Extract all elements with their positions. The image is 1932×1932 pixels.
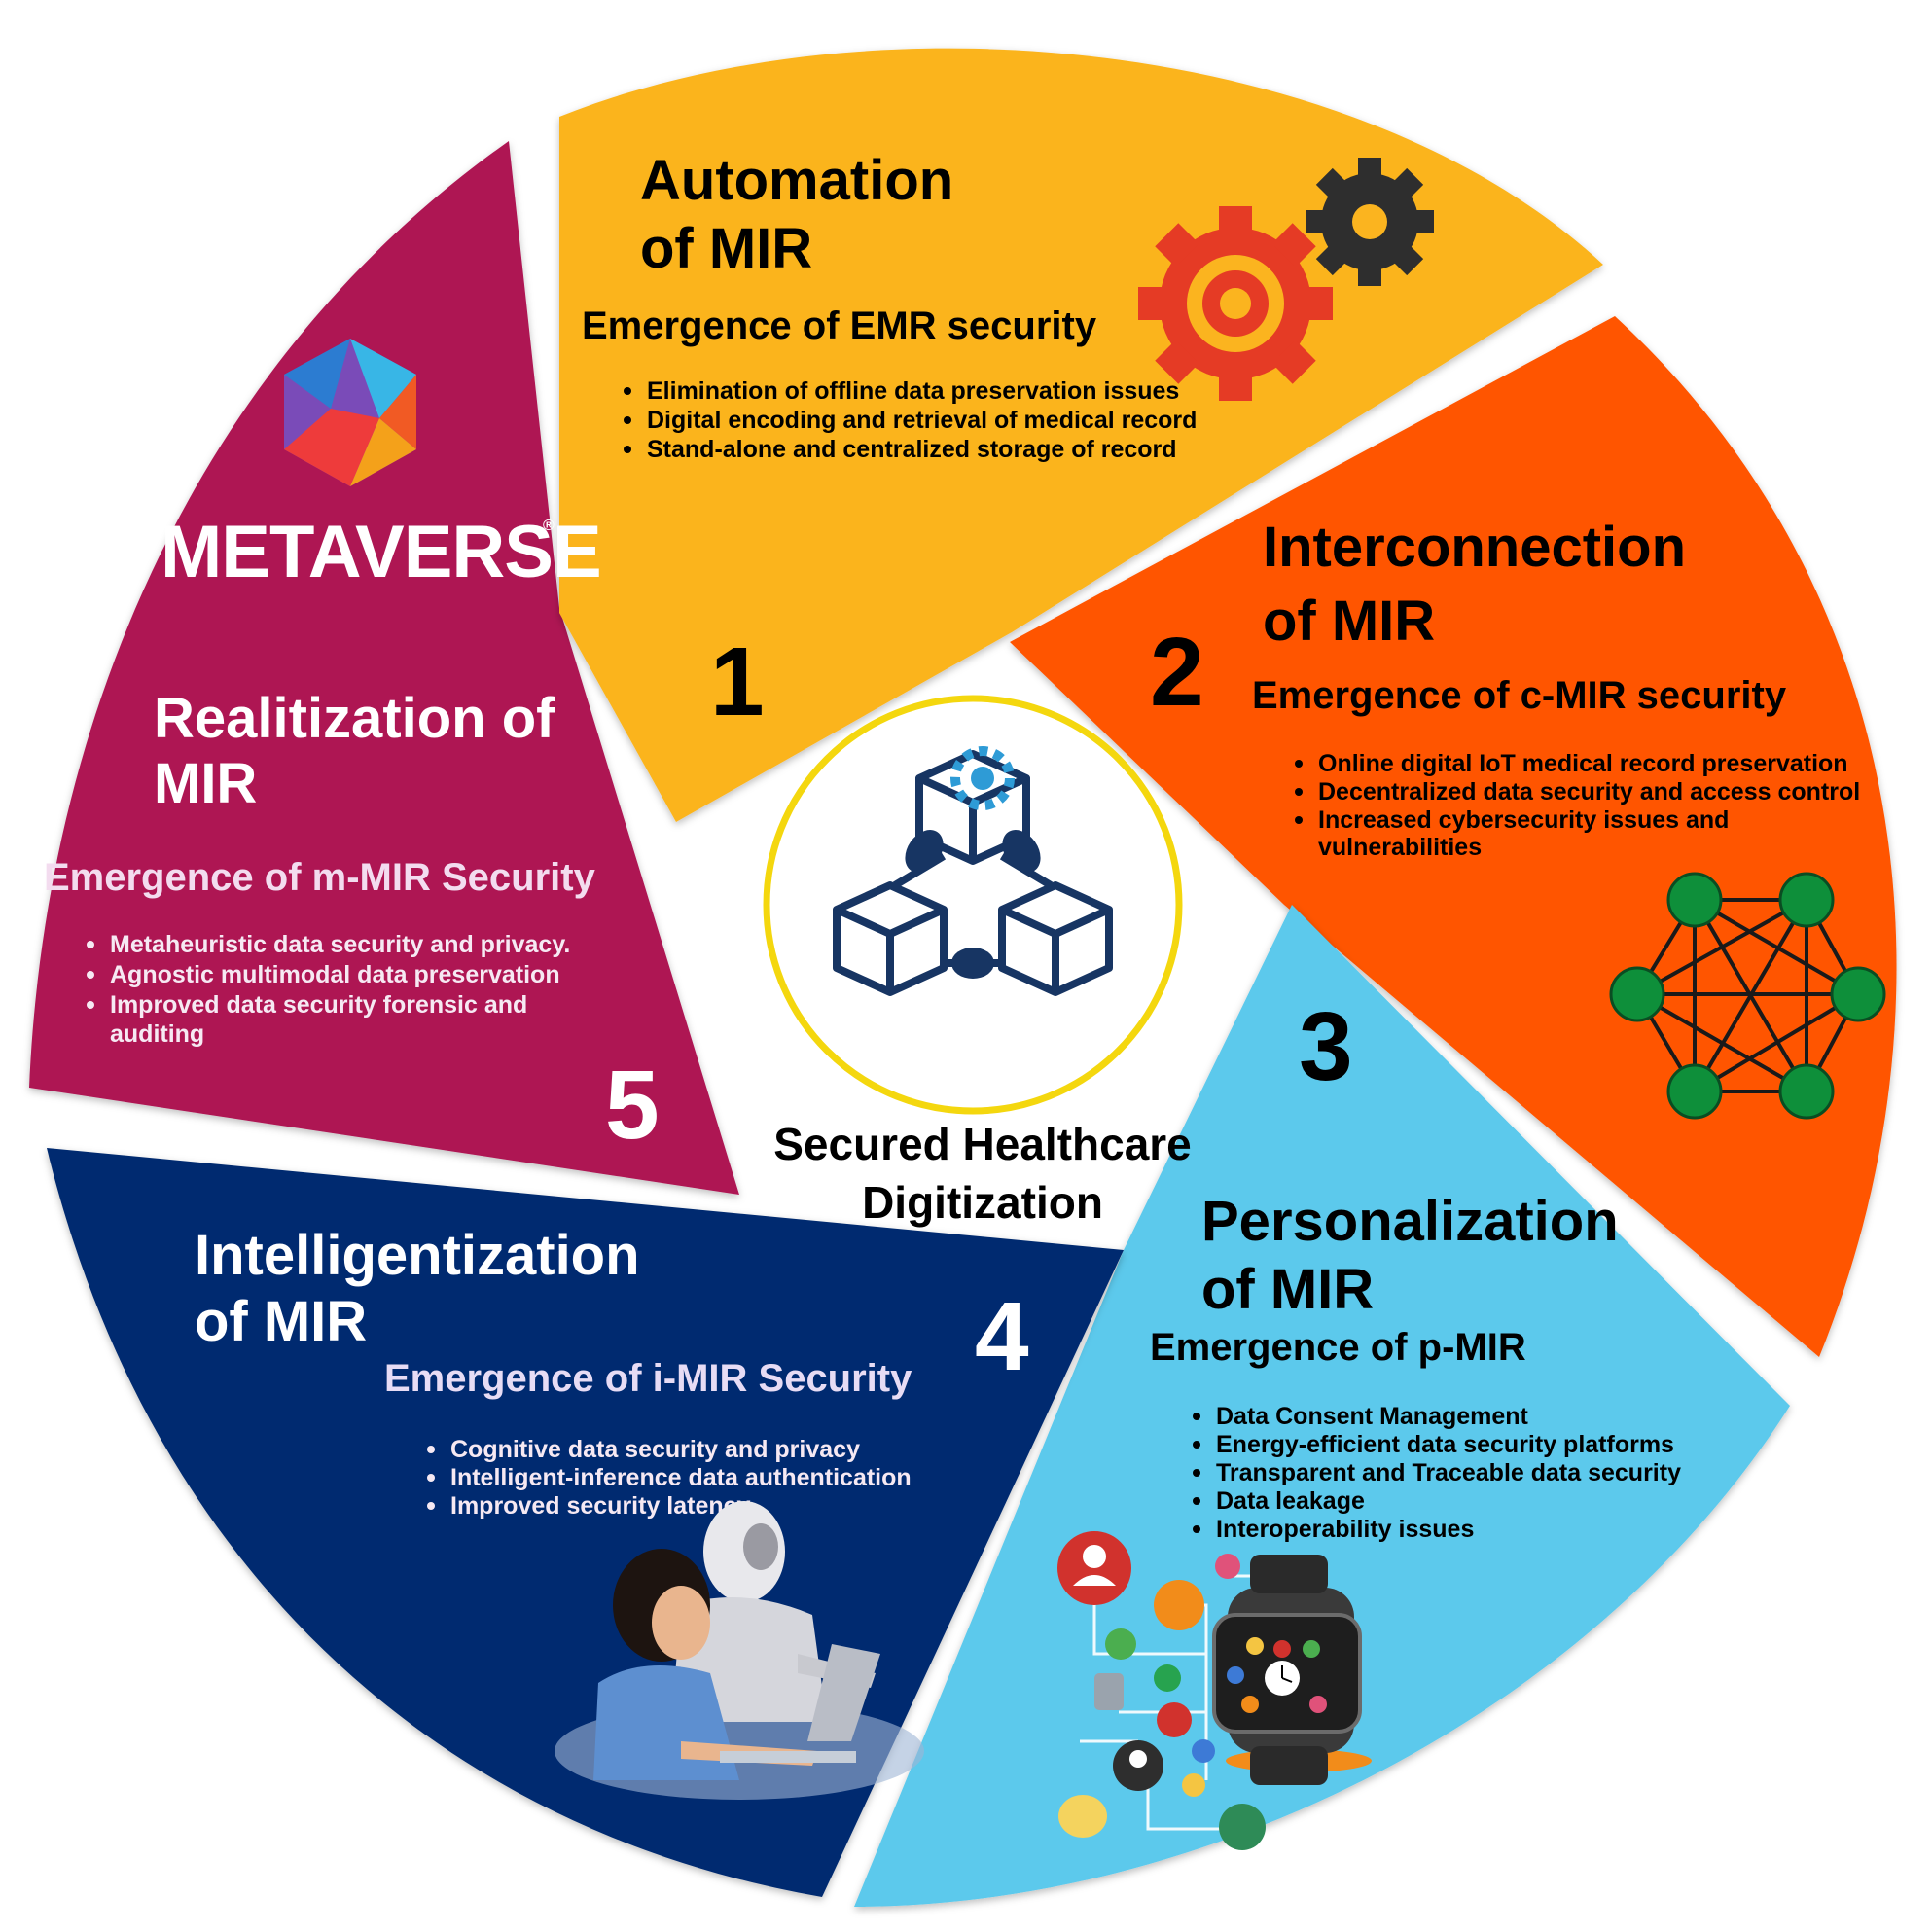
segment-1-title-line1: Automation: [640, 149, 953, 212]
segment-2-bullet-continued: vulnerabilities: [1318, 834, 1482, 861]
segment-3-number: 3: [1299, 992, 1353, 1101]
metaverse-logo-text: METAVERSE: [161, 511, 601, 593]
segment-5-bullet: Metaheuristic data security and privacy.: [110, 931, 570, 958]
robot-child-icon: [555, 1501, 924, 1800]
segment-4-bullet: Improved security latency: [450, 1492, 751, 1520]
segment-3-bullet: Energy-efficient data security platforms: [1216, 1431, 1674, 1458]
segment-2-title-line2: of MIR: [1263, 590, 1435, 653]
segment-5-subtitle: Emergence of m-MIR Security: [44, 856, 596, 899]
segment-5-title-line1: Realitization of: [154, 687, 555, 750]
segment-3-bullet: Data leakage: [1216, 1487, 1365, 1515]
segment-4-number: 4: [975, 1282, 1029, 1391]
segment-3-bullet: Interoperability issues: [1216, 1516, 1474, 1543]
segment-5: METAVERSE ® Realitization of MIR Emergen…: [44, 339, 660, 1160]
segment-1-title-line2: of MIR: [640, 217, 812, 280]
segment-1-bullet: Elimination of offline data preservation…: [647, 377, 1179, 405]
segment-5-shape: [29, 141, 739, 1195]
center-label-line2: Digitization: [862, 1177, 1103, 1228]
segment-4-bullet: Intelligent-inference data authenticatio…: [450, 1464, 912, 1491]
mesh-network-icon: [1609, 872, 1886, 1120]
segment-2-bullets: Online digital IoT medical record preser…: [1295, 750, 1860, 861]
segment-3-bullets: Data Consent Management Energy-efficient…: [1193, 1403, 1681, 1543]
segment-4-title-line2: of MIR: [195, 1290, 367, 1353]
segment-3-shape: [854, 905, 1790, 1907]
segment-2-subtitle: Emergence of c-MIR security: [1252, 674, 1787, 717]
segment-1-bullet: Digital encoding and retrieval of medica…: [647, 407, 1197, 434]
gears-icon: [1138, 158, 1434, 401]
segment-4-bullets: Cognitive data security and privacy Inte…: [427, 1436, 912, 1520]
center-hub: Secured Healthcare Digitization: [763, 695, 1192, 1228]
segment-4: Intelligentization of MIR 4 Emergence of…: [195, 1224, 1029, 1800]
metaverse-registered-mark: ®: [543, 518, 555, 534]
segment-2-bullet: Decentralized data security and access c…: [1318, 778, 1860, 805]
segment-2-bullet: Online digital IoT medical record preser…: [1318, 750, 1848, 777]
segment-3-bullet: Data Consent Management: [1216, 1403, 1529, 1430]
segment-1-number: 1: [710, 627, 765, 736]
metaverse-logo: METAVERSE ®: [161, 339, 602, 593]
segment-4-subtitle: Emergence of i-MIR Security: [384, 1357, 912, 1400]
segment-1-bullets: Elimination of offline data preservation…: [624, 377, 1197, 463]
segment-1-subtitle: Emergence of EMR security: [582, 304, 1097, 347]
segment-5-bullet: Agnostic multimodal data preservation: [110, 961, 560, 988]
segment-4-bullet: Cognitive data security and privacy: [450, 1436, 860, 1463]
segment-3-subtitle: Emergence of p-MIR: [1150, 1326, 1526, 1369]
segment-5-bullets: Metaheuristic data security and privacy.…: [87, 931, 570, 1048]
center-label-line1: Secured Healthcare: [773, 1119, 1192, 1169]
segment-4-title-line1: Intelligentization: [195, 1224, 640, 1287]
segment-1-bullet: Stand-alone and centralized storage of r…: [647, 436, 1177, 463]
segment-2-number: 2: [1150, 618, 1204, 727]
segment-5-title-line2: MIR: [154, 752, 257, 815]
segment-3-bullet: Transparent and Traceable data security: [1216, 1459, 1681, 1486]
segment-2-title-line1: Interconnection: [1263, 516, 1686, 579]
smartwatch-icon: [1057, 1531, 1372, 1850]
segment-3-title-line1: Personalization: [1201, 1190, 1619, 1253]
segment-2: Interconnection of MIR 2 Emergence of c-…: [1150, 516, 1886, 1120]
chain-link-icons: [905, 830, 1041, 979]
segment-2-bullet: Increased cybersecurity issues and: [1318, 806, 1729, 834]
segment-1: Automation of MIR Emergence of EMR secur…: [582, 149, 1434, 736]
blue-gear-icon: [950, 746, 1015, 810]
segment-3: 3 Personalization of MIR Emergence of p-…: [1057, 992, 1681, 1850]
segment-5-bullet: Improved data security forensic and: [110, 991, 527, 1019]
segment-3-title-line2: of MIR: [1201, 1258, 1374, 1321]
segment-5-number: 5: [605, 1051, 660, 1160]
segment-5-bullet-continued: auditing: [110, 1020, 204, 1048]
